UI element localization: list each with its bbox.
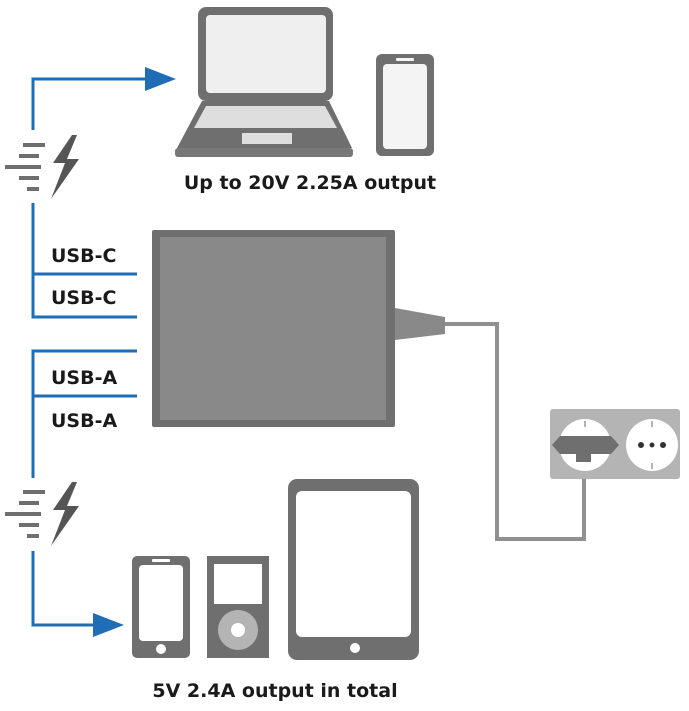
port-label-usb-c-1: USB-C: [51, 245, 116, 267]
lightning-icon-bottom: [5, 482, 79, 546]
lightning-icon-top: [5, 135, 79, 199]
laptop-icon: [175, 7, 353, 157]
smartphone-icon-bottom: [132, 556, 190, 658]
port-label-usb-a-2: USB-A: [51, 410, 117, 432]
power-cable: [445, 322, 586, 541]
port-label-usb-c-2: USB-C: [51, 287, 116, 309]
bottom-output-caption: 5V 2.4A output in total: [152, 680, 397, 702]
bottom-output-arrow: [31, 551, 124, 637]
smartphone-icon-top: [376, 54, 434, 156]
media-player-icon: [207, 556, 269, 658]
top-output-arrow: [31, 67, 176, 130]
wall-socket-icon: [550, 409, 680, 479]
usb-c-bracket: [31, 203, 137, 319]
tablet-icon: [288, 479, 419, 660]
port-label-usb-a-1: USB-A: [51, 367, 117, 389]
charger-icon: [152, 230, 445, 427]
usb-a-bracket: [31, 349, 137, 478]
top-output-caption: Up to 20V 2.25A output: [184, 172, 436, 194]
